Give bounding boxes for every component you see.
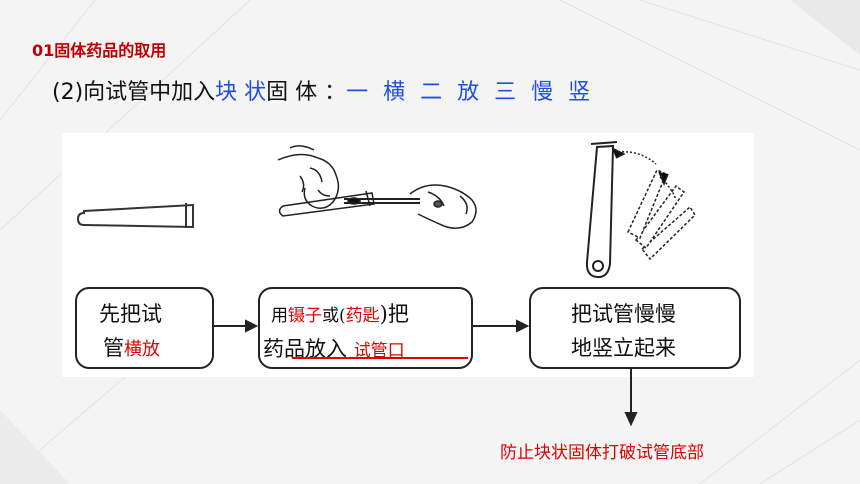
step2-line1-red1: 镊子 [288,306,322,326]
section-title: 01固体药品的取用 [32,41,167,60]
step3-line1: 把试管慢慢 [571,302,676,326]
horizontal-test-tube-illustration [76,203,194,229]
step2-line1-red2: 药匙 [345,306,380,326]
flow-arrows [214,319,638,427]
step1-line1: 先把试 [99,302,162,326]
subtitle-middle: 固 体 ： [266,80,347,105]
subtitle: (2)向试管中加入块 状固 体 ：一 横 二 放 三 慢 竖 [52,74,594,106]
step2-box [258,287,473,369]
step2-line2-red: 试管口 [353,341,405,361]
step2-underline [292,357,468,359]
result-note: 防止块状固体打破试管底部 [500,443,704,463]
subtitle-prefix: (2)向试管中加入 [52,80,216,105]
subtitle-blue-part: 块 状 [215,80,267,105]
step1-line2-prefix: 管 [103,336,124,360]
subtitle-mnemonic: 一 横 二 放 三 慢 竖 [346,80,595,105]
step1-line2: 管横放 [103,332,160,362]
step2-line1: 用镊子或(药匙)把 [271,298,409,328]
tweezers-insertion-illustration [277,145,477,229]
step1-box [75,287,214,369]
step3-line2: 地竖立起来 [571,336,676,360]
step1-line2-red: 横放 [124,339,160,360]
step2-line1-prefix: 用 [271,306,288,326]
rotating-test-tube-illustration [585,141,696,279]
step2-line1-mid: 或( [322,306,346,326]
step3-box [529,287,741,369]
step2-line1-suffix: )把 [379,302,409,326]
